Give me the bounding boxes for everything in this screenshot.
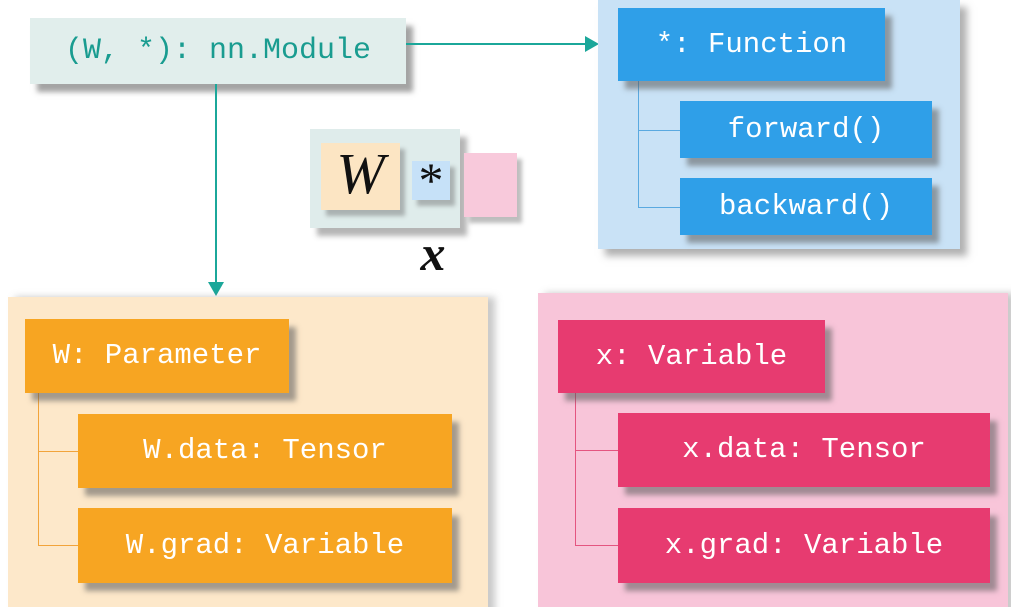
tree-connector (38, 545, 78, 546)
x-data-box-label: x.data: Tensor (682, 433, 926, 466)
input-chip (464, 153, 517, 217)
tree-connector (575, 545, 618, 546)
module-box: (W, *): nn.Module (30, 18, 406, 84)
w-data-box-label: W.data: Tensor (143, 434, 387, 467)
x-data-box: x.data: Tensor (618, 413, 990, 487)
tree-connector (38, 393, 39, 546)
arrowhead-right-icon (585, 36, 599, 52)
parameter-panel: W: Parameter W.data: Tensor W.grad: Vari… (8, 297, 488, 607)
backward-box-label: backward() (718, 190, 894, 223)
weight-chip-label: W (336, 141, 385, 206)
variable-panel: x: Variable x.data: Tensor x.grad: Varia… (538, 293, 1008, 607)
w-data-box: W.data: Tensor (78, 414, 452, 488)
w-grad-box: W.grad: Variable (78, 508, 452, 583)
forward-box: forward() (680, 101, 932, 158)
tree-connector (38, 451, 78, 452)
arrow-module-to-parameter (215, 84, 217, 283)
tree-connector (575, 393, 576, 546)
input-label: x (420, 225, 446, 281)
weight-chip: W (321, 143, 400, 210)
x-grad-box: x.grad: Variable (618, 508, 990, 583)
w-grad-box-label: W.grad: Variable (125, 529, 405, 562)
arrow-module-to-function (406, 43, 587, 45)
operator-chip: * (412, 155, 450, 205)
tree-connector (638, 81, 639, 207)
variable-box: x: Variable (558, 320, 825, 393)
forward-box-label: forward() (727, 113, 885, 146)
function-panel: *: Function forward() backward() (598, 0, 960, 249)
tree-connector (638, 130, 680, 131)
x-grad-box-label: x.grad: Variable (664, 529, 944, 562)
arrowhead-down-icon (208, 282, 224, 296)
parameter-box-label: W: Parameter (52, 339, 262, 372)
tree-connector (575, 450, 618, 451)
function-box-label: *: Function (655, 28, 848, 61)
operator-chip-label: * (418, 152, 444, 208)
tree-connector (638, 207, 680, 208)
parameter-box: W: Parameter (25, 319, 289, 393)
variable-box-label: x: Variable (595, 340, 788, 373)
backward-box: backward() (680, 178, 932, 235)
module-box-label: (W, *): nn.Module (64, 34, 372, 68)
function-box: *: Function (618, 8, 885, 81)
